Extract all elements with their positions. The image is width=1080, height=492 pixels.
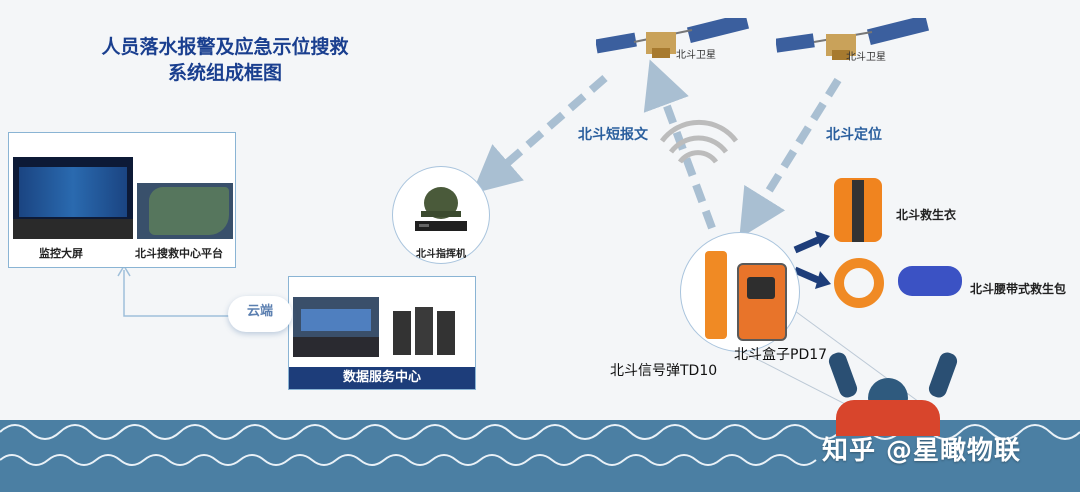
- cloud-to-monitoring-line: [123, 270, 236, 317]
- satellite-right: [775, 14, 936, 78]
- lifejacket-icon: [830, 172, 886, 248]
- arrow-to-belt: [793, 266, 831, 289]
- platform-label: 北斗搜救中心平台: [135, 247, 223, 260]
- beacon-label: 北斗信号弹TD10: [610, 363, 718, 379]
- person-in-water-icon: [826, 350, 964, 436]
- lifejacket-label: 北斗救生衣: [896, 208, 957, 222]
- satellite-left-label: 北斗卫星: [676, 50, 716, 61]
- diagram-title: 人员落水报警及应急示位搜救 系统组成框图: [60, 34, 390, 86]
- satellite-left: [595, 12, 756, 78]
- cloud-label: 云端: [246, 304, 273, 319]
- watermark-text: 知乎 @星瞰物联: [822, 436, 1022, 466]
- box-label: 北斗盒子PD17: [734, 347, 828, 363]
- short-message-label: 北斗短报文: [578, 127, 648, 143]
- device-group: [680, 232, 800, 352]
- satellite-icon: [775, 14, 930, 60]
- command-unit-label: 北斗指挥机: [416, 249, 466, 260]
- monitor-wall-label: 监控大屏: [39, 247, 83, 260]
- lifebuoy-icon: [834, 258, 884, 308]
- title-line-1: 人员落水报警及应急示位搜救: [101, 36, 349, 58]
- data-center-label: 数据服务中心: [289, 367, 475, 389]
- arrow-to-lifejacket: [793, 231, 830, 254]
- arrow-satellite-to-command: [471, 74, 608, 194]
- belt-pack-icon: [898, 266, 962, 296]
- wave-layer-lower: [0, 454, 817, 466]
- command-unit: 北斗指挥机: [392, 166, 490, 264]
- signal-beacon-icon: [705, 251, 727, 339]
- satellite-icon: [595, 12, 750, 58]
- monitoring-panel: 监控大屏 北斗搜救中心平台: [8, 132, 236, 268]
- monitor-wall-image: [13, 157, 133, 239]
- belt-pack-label: 北斗腰带式救生包: [970, 282, 1067, 296]
- server-rack-icon: [393, 305, 455, 357]
- command-terminal-icon: [415, 187, 467, 231]
- platform-map-image: [137, 183, 233, 239]
- satellite-right-label: 北斗卫星: [846, 52, 886, 63]
- data-center-panel: 数据服务中心: [288, 276, 476, 390]
- cloud-node: 云端: [228, 296, 292, 332]
- title-line-2: 系统组成框图: [167, 62, 282, 84]
- signal-wave-icon: [659, 119, 739, 164]
- positioning-label: 北斗定位: [826, 127, 882, 143]
- arrow-device-to-satellite: [643, 59, 716, 230]
- arrow-satellite-to-device: [739, 77, 842, 239]
- data-center-room-image: [293, 297, 379, 357]
- beidou-box-icon: [737, 263, 787, 341]
